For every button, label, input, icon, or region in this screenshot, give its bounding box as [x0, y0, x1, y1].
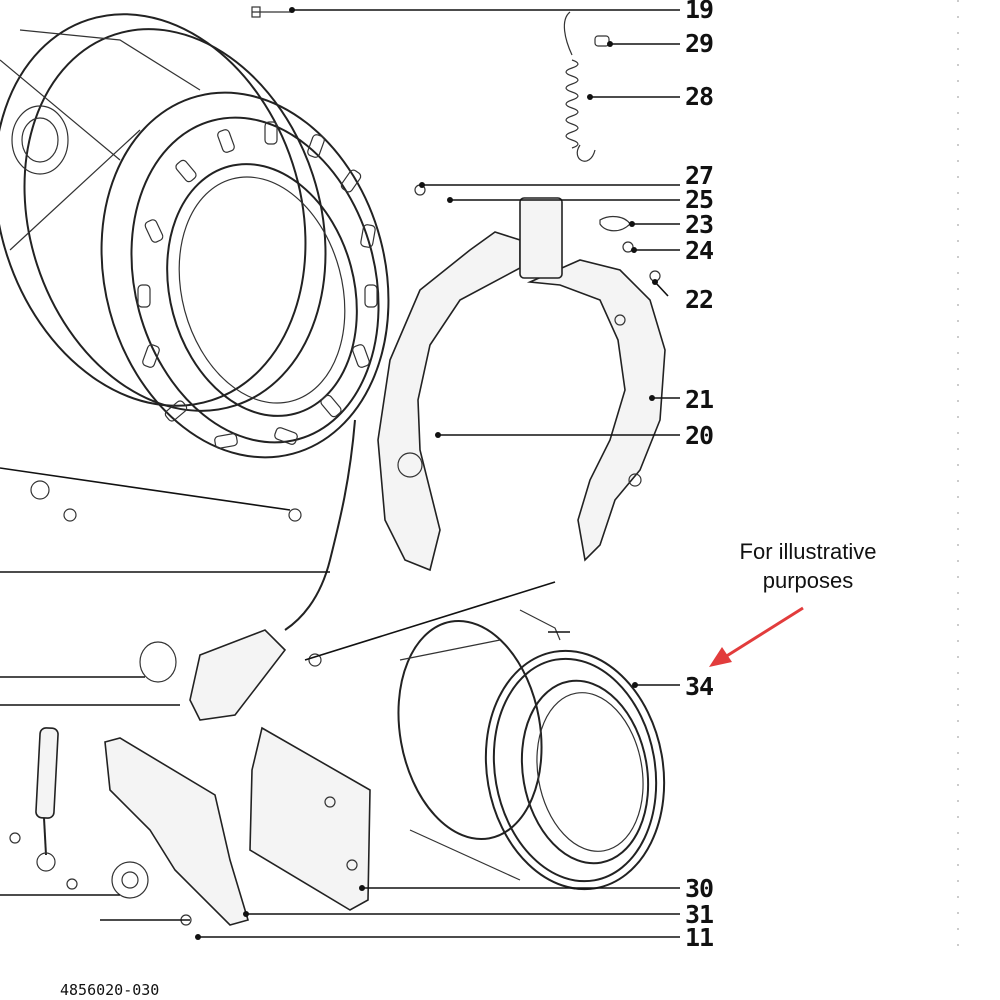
tub-drum-assembly [0, 13, 327, 412]
callout-27: 27 [685, 161, 713, 190]
callout-31: 31 [685, 900, 713, 929]
door-spring [563, 11, 596, 162]
callout-24: 24 [685, 236, 713, 265]
leader-lines [0, 7, 680, 940]
callout-22: 22 [685, 285, 713, 314]
callout-25: 25 [685, 185, 713, 214]
note-line-1: For illustrative [740, 539, 877, 564]
note-line-2: purposes [763, 568, 854, 593]
drain-hose-assembly [139, 419, 356, 721]
callout-28: 28 [685, 82, 713, 111]
callout-34: 34 [685, 672, 713, 701]
callout-19: 19 [685, 0, 713, 24]
front-mounting-bracket [377, 197, 666, 572]
pump-bracket [104, 737, 250, 926]
callout-29: 29 [685, 29, 713, 58]
callout-11: 11 [685, 923, 713, 952]
callout-20: 20 [685, 421, 713, 450]
shock-absorber [35, 727, 59, 872]
door-boot-seal [397, 609, 666, 891]
diagram-code: 4856020-030 [60, 981, 159, 999]
front-tub-ring [100, 91, 390, 459]
red-arrow-icon [709, 606, 804, 667]
callout-30: 30 [685, 874, 713, 903]
illustrative-note: For illustrative purposes [740, 539, 877, 593]
support-plate [249, 726, 371, 911]
callout-23: 23 [685, 210, 713, 239]
callout-labels: 19 29 28 27 25 23 24 22 21 20 34 30 31 1… [685, 0, 714, 952]
callout-21: 21 [685, 385, 713, 414]
